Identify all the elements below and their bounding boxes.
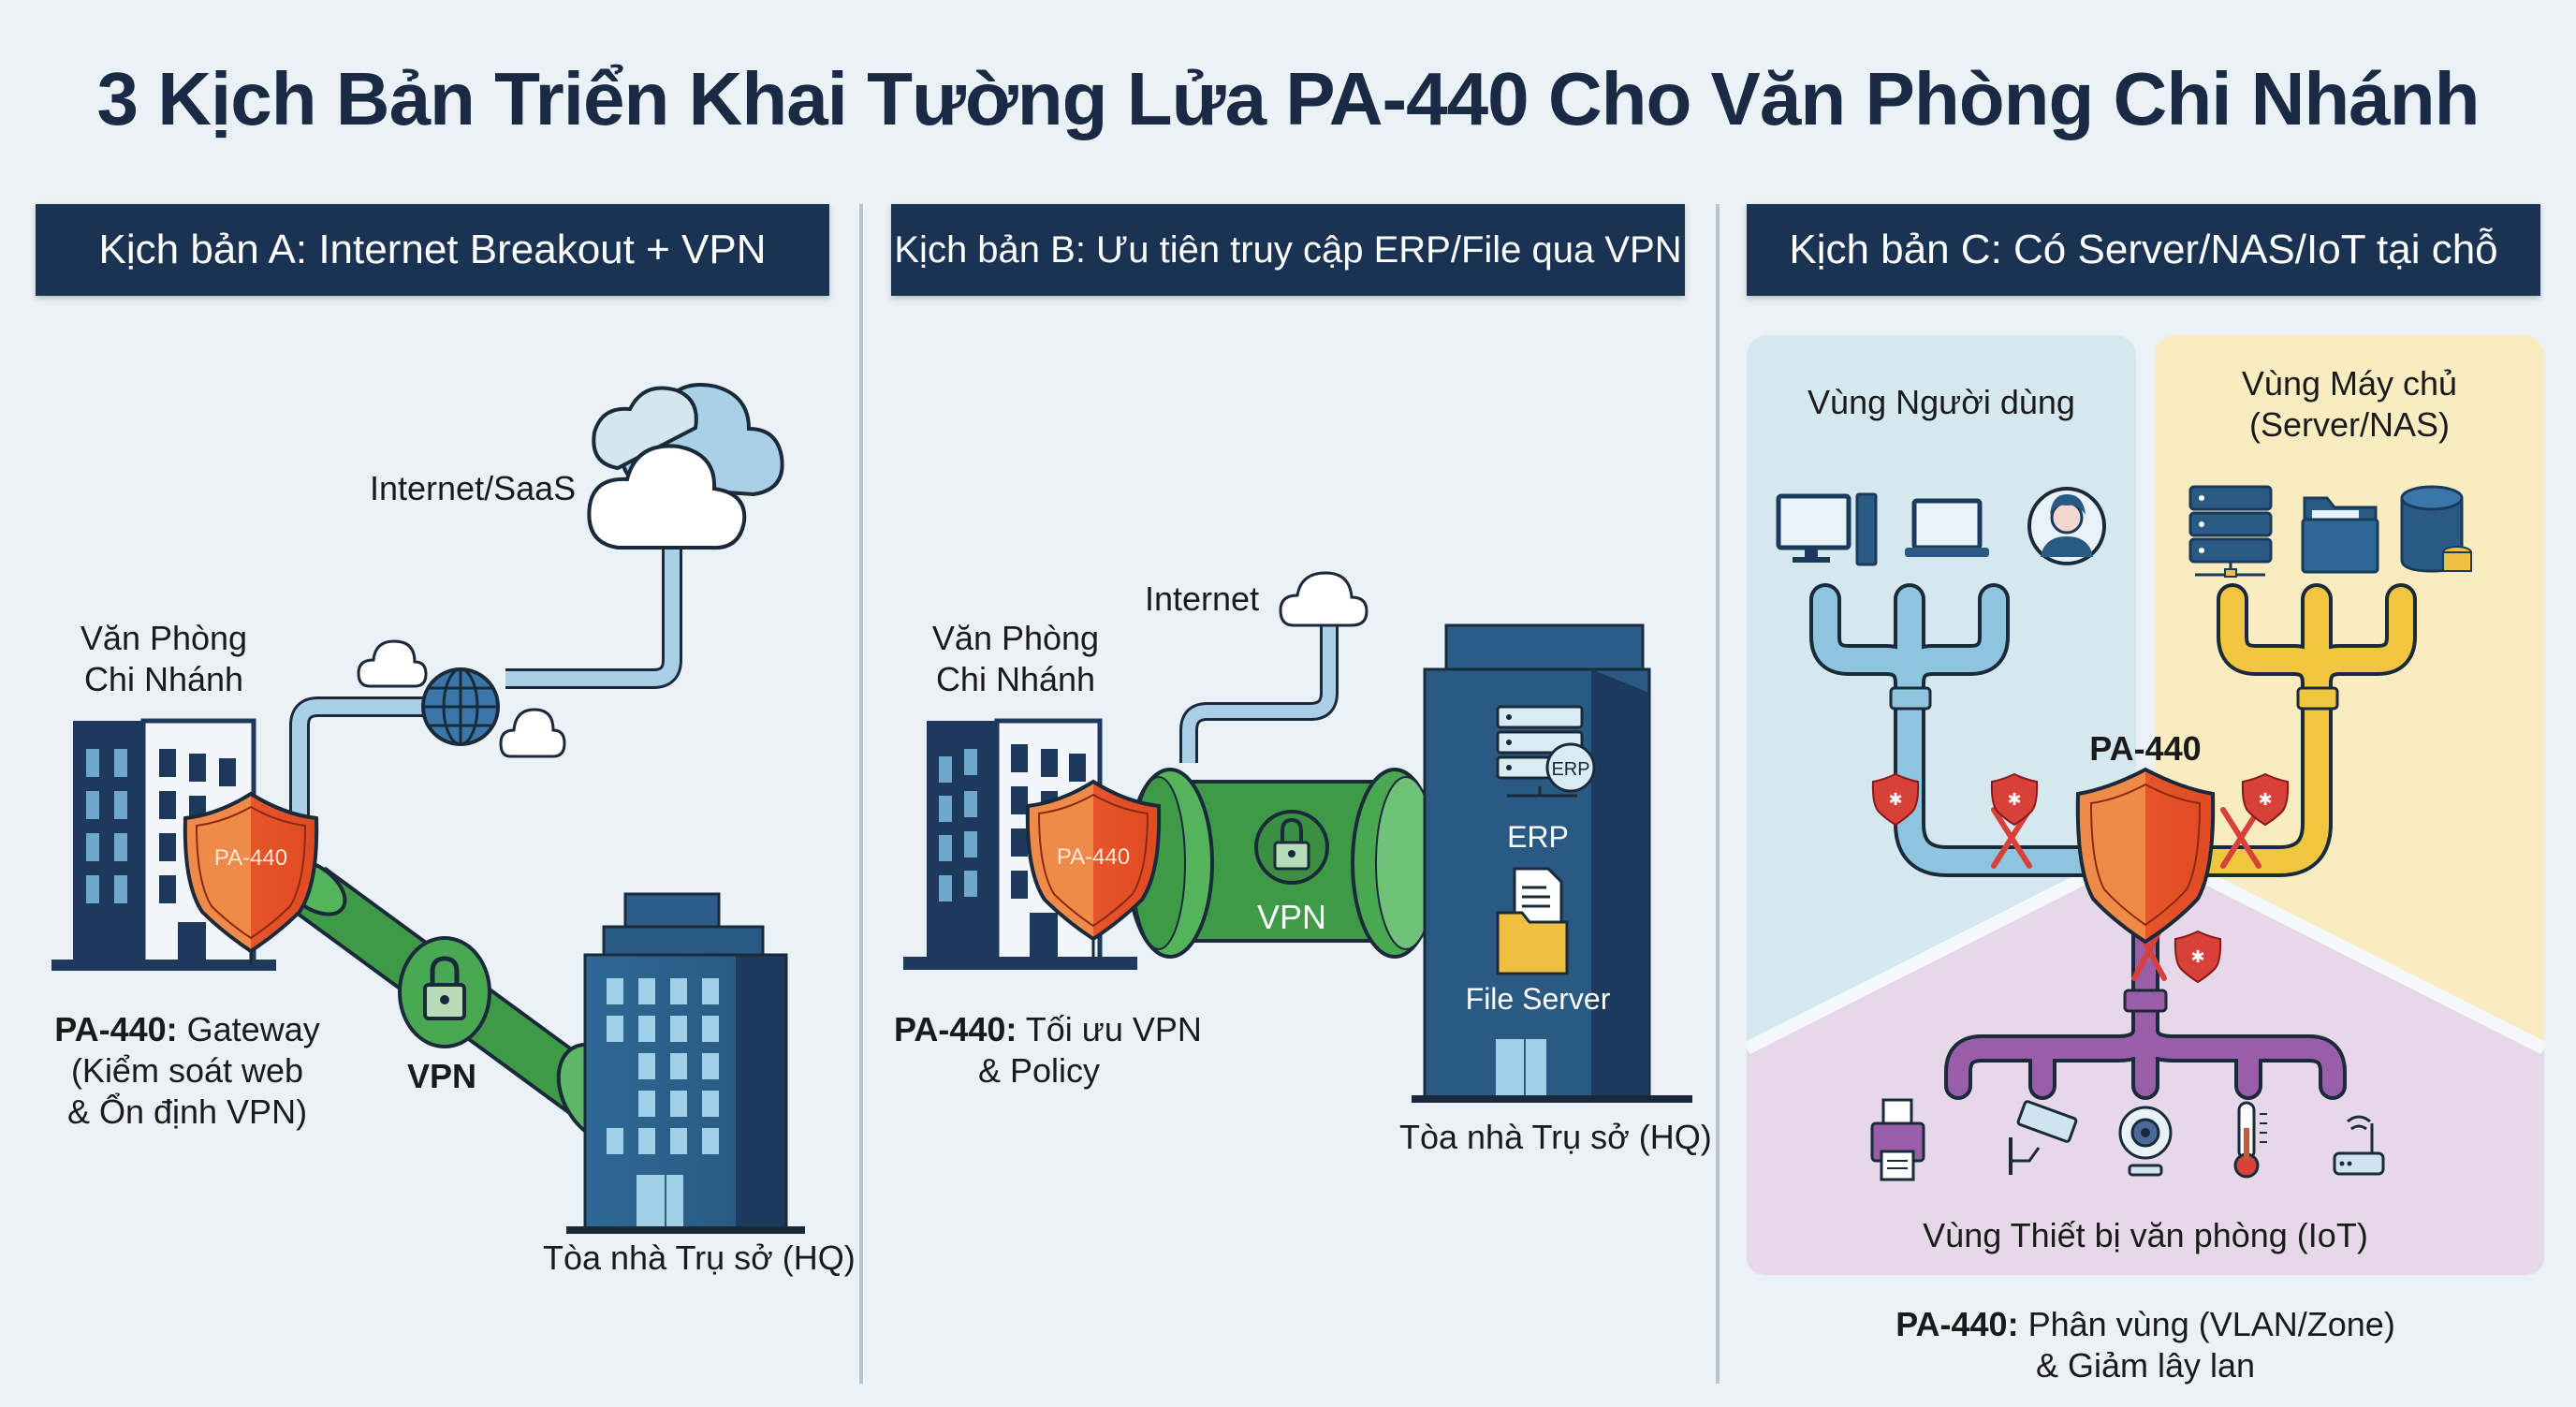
threat-shield-icon: ✱ bbox=[2174, 930, 2222, 984]
blocked-icon bbox=[1991, 807, 2261, 981]
file-server-label: File Server bbox=[1466, 982, 1611, 1016]
caption-line2: & Policy bbox=[977, 1050, 1101, 1090]
branch-label-line1: Văn Phòng bbox=[931, 619, 1100, 657]
panel-divider bbox=[859, 204, 863, 1384]
scenario-b-caption: PA-440: Tối ưu VPN & Policy bbox=[894, 1009, 1202, 1092]
printer-icon bbox=[1870, 1098, 1925, 1181]
threat-shield-icon: ✱ bbox=[1990, 772, 2039, 827]
hq-label: Tòa nhà Trụ sở (HQ) bbox=[1399, 1118, 1712, 1156]
caption-line1: Tối ưu VPN bbox=[1017, 1010, 1202, 1048]
security-camera-icon bbox=[2009, 1100, 2078, 1175]
caption-line1: Phân vùng (VLAN/Zone) bbox=[2018, 1305, 2395, 1343]
erp-label: ERP bbox=[1507, 820, 1569, 854]
erp-badge: ERP bbox=[1551, 759, 1589, 780]
threat-shield-icon: ✱ bbox=[1871, 772, 1920, 827]
internet-label: Internet bbox=[1145, 579, 1260, 618]
zone-iot bbox=[1747, 847, 2544, 1275]
branch-office-label: Văn Phòng Chi Nhánh bbox=[80, 618, 248, 700]
file-server-icon bbox=[1496, 867, 1569, 975]
laptop-icon bbox=[1905, 498, 1989, 557]
server-rack-icon: ERP bbox=[1496, 705, 1596, 798]
caption-line2: (Kiểm soát web bbox=[70, 1050, 304, 1090]
firewall-shield-icon: PA-440 bbox=[183, 791, 319, 964]
folder-icon bbox=[2301, 496, 2379, 574]
user-icon bbox=[2027, 487, 2106, 565]
hq-building-icon: ERP ERP File Server bbox=[1412, 623, 1692, 1103]
database-icon bbox=[2400, 485, 2472, 573]
internet-saas-label: Internet/SaaS bbox=[370, 469, 577, 507]
wifi-router-icon bbox=[2333, 1115, 2385, 1176]
branch-building-icon bbox=[51, 718, 276, 971]
panel-divider bbox=[1716, 204, 1720, 1384]
firewall-label: PA-440 bbox=[2089, 729, 2202, 768]
svg-text:✱: ✱ bbox=[2007, 790, 2021, 809]
zone-user-label: Vùng Người dùng bbox=[1808, 383, 2075, 421]
threat-shield-icon: ✱ bbox=[2241, 772, 2290, 827]
zone-server-line2: (Server/NAS) bbox=[2248, 404, 2451, 444]
svg-text:✱: ✱ bbox=[2258, 790, 2272, 809]
caption-bold: PA-440: bbox=[1895, 1305, 2019, 1343]
branch-building-icon bbox=[903, 718, 1137, 970]
zone-server-line1: Vùng Máy chủ bbox=[2241, 364, 2458, 403]
vpn-label: VPN bbox=[1257, 898, 1326, 936]
hq-label: Tòa nhà Trụ sở (HQ) bbox=[543, 1238, 856, 1277]
branch-label-line1: Văn Phòng bbox=[80, 619, 248, 657]
scenario-a-caption: PA-440: Gateway (Kiểm soát web & Ổn định… bbox=[47, 1009, 328, 1133]
page-title: 3 Kịch Bản Triển Khai Tường Lửa PA-440 C… bbox=[96, 57, 2480, 140]
firewall-badge: PA-440 bbox=[214, 845, 287, 871]
server-rack-icon bbox=[2188, 485, 2273, 578]
scenario-c-header: Kịch bản C: Có Server/NAS/IoT tại chỗ bbox=[1747, 204, 2540, 296]
svg-text:✱: ✱ bbox=[2190, 947, 2204, 966]
thermometer-icon bbox=[2233, 1101, 2267, 1179]
branch-label-line2: Chi Nhánh bbox=[935, 659, 1096, 698]
firewall-badge: PA-440 bbox=[1057, 844, 1130, 870]
small-cloud-icon bbox=[357, 639, 428, 688]
globe-icon bbox=[421, 667, 500, 746]
cloud-icon bbox=[1279, 571, 1368, 627]
vpn-pipe-icon bbox=[280, 858, 642, 1145]
scenario-c-diagram: ✱ ✱ ✱ ✱ bbox=[1743, 335, 2548, 1275]
lock-icon bbox=[1273, 817, 1310, 871]
vpn-tunnel-icon: VPN bbox=[1126, 768, 1439, 959]
caption-bold: PA-440: bbox=[894, 1010, 1017, 1048]
desktop-icon bbox=[1776, 492, 1878, 566]
vpn-label: VPN bbox=[407, 1057, 477, 1095]
zone-server-label: Vùng Máy chủ (Server/NAS) bbox=[2155, 363, 2544, 446]
scenario-b-header: Kịch bản B: Ưu tiên truy cập ERP/File qu… bbox=[891, 204, 1685, 296]
lock-icon bbox=[423, 956, 466, 1020]
branch-office-label: Văn Phòng Chi Nhánh bbox=[931, 618, 1100, 700]
cloud-icon bbox=[587, 383, 784, 550]
branch-label-line2: Chi Nhánh bbox=[83, 659, 244, 698]
firewall-shield-icon: PA-440 bbox=[1025, 779, 1162, 960]
firewall-shield-icon bbox=[2075, 767, 2216, 945]
hq-building-icon bbox=[566, 892, 805, 1234]
small-cloud-icon bbox=[499, 708, 566, 758]
caption-line2: & Giảm lây lan bbox=[2035, 1345, 2256, 1385]
svg-text:✱: ✱ bbox=[1888, 790, 1902, 809]
webcam-icon bbox=[2118, 1106, 2173, 1177]
zone-iot-label: Vùng Thiết bị văn phòng (IoT) bbox=[1923, 1216, 2368, 1254]
caption-bold: PA-440: bbox=[54, 1010, 178, 1048]
caption-line3: & Ổn định VPN) bbox=[66, 1092, 308, 1131]
scenario-c-caption: PA-440: Phân vùng (VLAN/Zone) & Giảm lây… bbox=[1747, 1304, 2544, 1386]
caption-line1: Gateway bbox=[177, 1010, 320, 1048]
scenario-a-header: Kịch bản A: Internet Breakout + VPN bbox=[36, 204, 829, 296]
